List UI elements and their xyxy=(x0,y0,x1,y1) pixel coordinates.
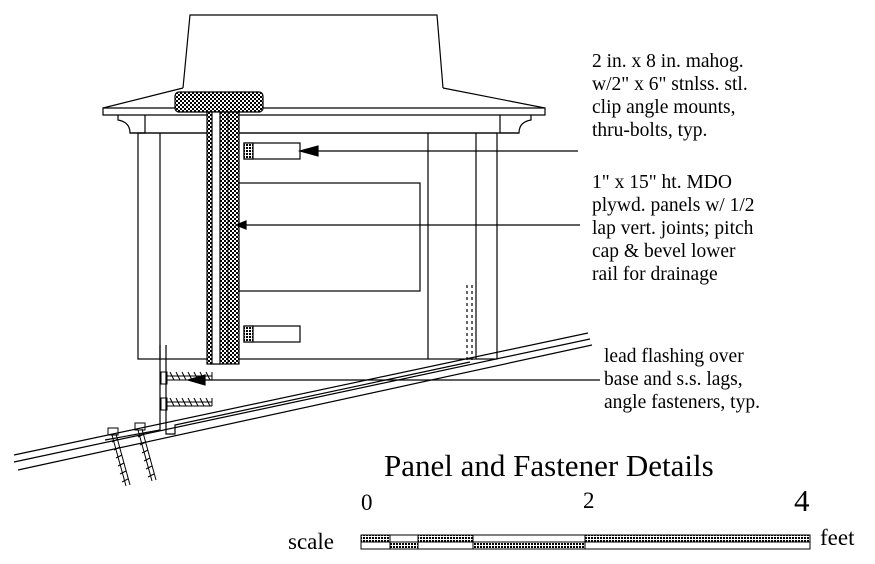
note-mdo-panels: 1" x 15" ht. MDO plywd. panels w/ 1/2 la… xyxy=(592,171,754,286)
scale-unit: feet xyxy=(820,525,855,550)
mahogany-post xyxy=(174,91,264,365)
scale-tick-label: 4 xyxy=(794,483,810,518)
panel-box xyxy=(137,132,498,360)
note-line: plywd. panels w/ 1/2 xyxy=(592,195,755,216)
drawing-title: Panel and Fastener Details xyxy=(384,448,714,483)
note-line: rail for drainage xyxy=(592,264,718,285)
note-line: thru-bolts, typ. xyxy=(592,120,708,141)
note-line: base and s.s. lags, xyxy=(604,369,743,390)
note-line: w/2" x 6" stnlss. stl. xyxy=(592,74,748,95)
note-line: cap & bevel lower xyxy=(592,241,736,262)
note-line: lead flashing over xyxy=(604,346,744,367)
roof-cap xyxy=(102,14,546,134)
clip-angles xyxy=(243,142,301,343)
note-line: angle fasteners, typ. xyxy=(604,392,760,413)
scale-bar xyxy=(360,534,811,550)
scale-label: scale xyxy=(288,529,334,554)
note-line: 1" x 15" ht. MDO xyxy=(592,172,732,193)
scale-tick-label: 0 xyxy=(361,490,373,515)
scale-tick-label: 2 xyxy=(583,488,595,513)
note-clip-angle-mounts: 2 in. x 8 in. mahog. w/2" x 6" stnlss. s… xyxy=(592,50,748,142)
lag-screws xyxy=(107,371,213,487)
note-line: lap vert. joints; pitch xyxy=(592,218,754,239)
note-lead-flashing: lead flashing over base and s.s. lags, a… xyxy=(604,345,760,414)
note-line: clip angle mounts, xyxy=(592,97,736,118)
leader-lines xyxy=(185,145,600,386)
note-line: 2 in. x 8 in. mahog. xyxy=(592,51,744,72)
